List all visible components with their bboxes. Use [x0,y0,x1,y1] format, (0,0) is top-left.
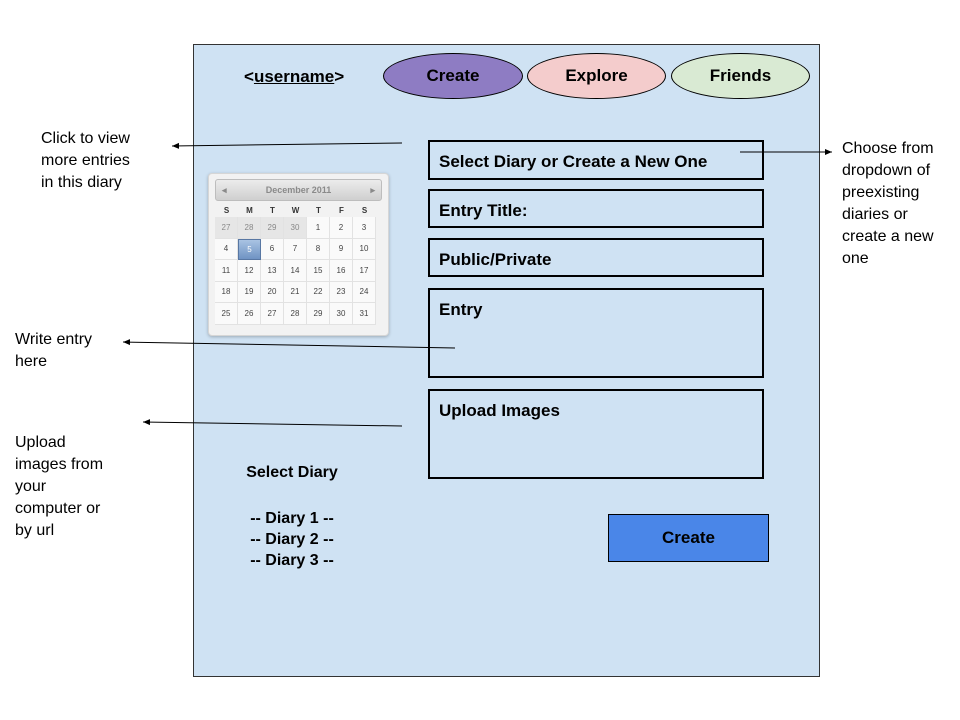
calendar-day[interactable]: 26 [238,303,261,325]
calendar-day[interactable]: 16 [330,260,353,282]
calendar-day[interactable]: 21 [284,281,307,303]
calendar-day[interactable]: 4 [215,238,238,260]
calendar-day[interactable]: 15 [307,260,330,282]
calendar-weekday: S [223,205,230,215]
calendar-header: ◂ December 2011 ▸ [215,179,382,201]
calendar-day[interactable]: 13 [261,260,284,282]
calendar-day[interactable]: 29 [307,303,330,325]
nav-explore-button[interactable]: Explore [527,53,666,99]
calendar-day[interactable]: 25 [215,303,238,325]
calendar-day[interactable]: 19 [238,281,261,303]
annotation-upload: Upload images from your computer or by u… [15,434,104,539]
calendar-day[interactable]: 1 [307,217,330,239]
calendar-day[interactable]: 11 [215,260,238,282]
arrow-upload [142,419,403,427]
calendar-day[interactable]: 28 [284,303,307,325]
diary-list-item[interactable]: -- Diary 1 -- [250,510,334,527]
annotation-view-entries: Click to view more entries in this diary [41,130,130,191]
entry-title-field[interactable]: Entry Title: [428,189,764,228]
calendar-day[interactable]: 17 [353,260,376,282]
calendar-day[interactable]: 2 [330,217,353,239]
username-label: username [253,67,335,86]
username-link[interactable]: <username> [244,67,345,86]
calendar-day[interactable]: 20 [261,281,284,303]
entry-textarea[interactable]: Entry [428,288,764,378]
calendar-day[interactable]: 27 [215,217,238,239]
calendar-day[interactable]: 8 [307,238,330,260]
calendar-day[interactable]: 30 [330,303,353,325]
calendar-weekday: M [246,205,253,215]
calendar-day[interactable]: 31 [353,303,376,325]
calendar-month-label: December 2011 [265,185,332,195]
upload-images-field[interactable]: Upload Images [428,389,764,479]
calendar-day[interactable]: 30 [284,217,307,239]
visibility-select[interactable]: Public/Private [428,238,764,277]
arrow-view-entries [171,142,403,149]
calendar-day[interactable]: 5 [238,238,261,260]
calendar-day[interactable]: 27 [261,303,284,325]
calendar-day[interactable]: 3 [353,217,376,239]
calendar-day[interactable]: 18 [215,281,238,303]
calendar-day[interactable]: 14 [284,260,307,282]
calendar-weekday: T [316,205,321,215]
nav-friends-button[interactable]: Friends [671,53,810,99]
create-button[interactable]: Create [608,514,769,562]
calendar-day[interactable]: 6 [261,238,284,260]
diary-list-heading: Select Diary [246,464,338,481]
diary-list-item[interactable]: -- Diary 2 -- [250,531,334,548]
calendar-day[interactable]: 7 [284,238,307,260]
next-month-icon[interactable]: ▸ [370,184,375,195]
calendar-day[interactable]: 28 [238,217,261,239]
calendar-day[interactable]: 12 [238,260,261,282]
calendar-day[interactable]: 29 [261,217,284,239]
calendar-day[interactable]: 23 [330,281,353,303]
calendar-weekday: W [291,205,300,215]
calendar-day[interactable]: 22 [307,281,330,303]
diary-list-item[interactable]: -- Diary 3 -- [250,552,334,569]
annotation-dropdown: Choose from dropdown of preexisting diar… [842,140,934,267]
nav-create-button[interactable]: Create [383,53,523,99]
diary-select-dropdown[interactable]: Select Diary or Create a New One [428,140,764,180]
calendar-day[interactable]: 24 [353,281,376,303]
annotation-write-entry: Write entry here [15,331,93,370]
calendar-weekday: F [339,205,344,215]
arrow-write-entry [122,339,456,349]
calendar-day[interactable]: 9 [330,238,353,260]
calendar-weekday: T [270,205,275,215]
calendar-day[interactable]: 10 [353,238,376,260]
prev-month-icon[interactable]: ◂ [222,184,227,195]
calendar-weekday: S [361,205,368,215]
